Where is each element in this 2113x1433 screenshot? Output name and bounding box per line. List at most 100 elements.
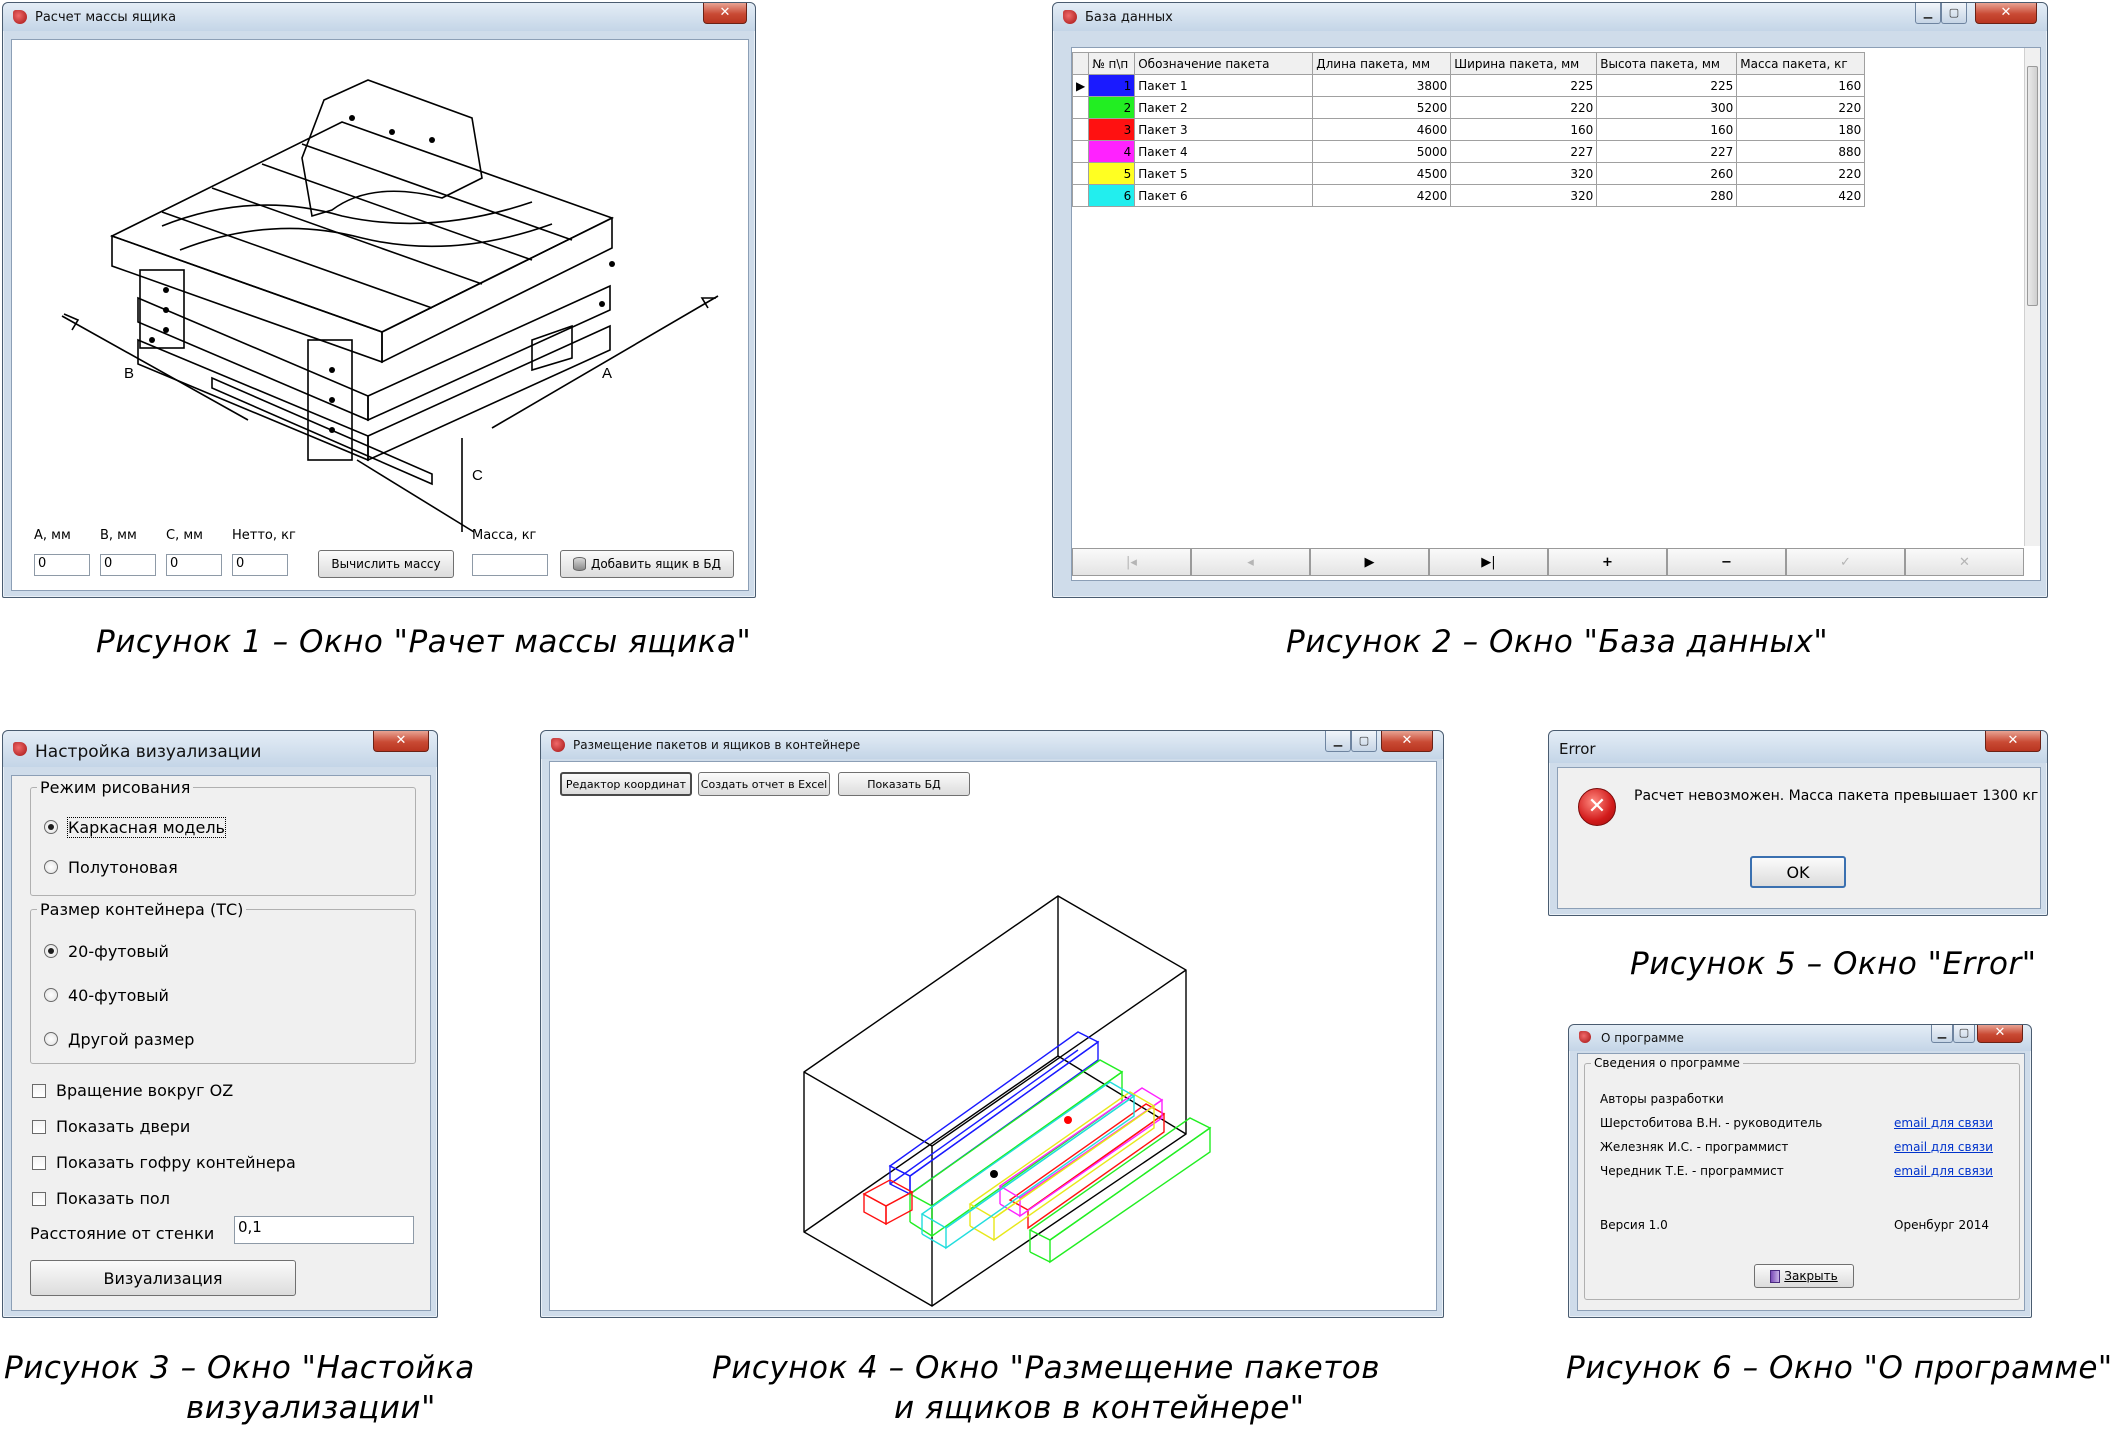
checkbox-doors-label[interactable]: Показать двери: [56, 1117, 191, 1136]
checkbox-corrugation[interactable]: [32, 1156, 46, 1170]
cell-n[interactable]: 6: [1088, 184, 1136, 207]
nav-last-button[interactable]: ▶|: [1429, 548, 1548, 576]
checkbox-doors[interactable]: [32, 1120, 46, 1134]
ok-button[interactable]: OK: [1750, 856, 1846, 888]
cell-mass[interactable]: 220: [1736, 96, 1866, 119]
cell-width[interactable]: 320: [1450, 184, 1598, 207]
cell-mass[interactable]: 220: [1736, 162, 1866, 185]
cell-height[interactable]: 260: [1596, 162, 1738, 185]
close-button[interactable]: ✕: [1977, 1025, 2023, 1043]
input-netto[interactable]: 0: [232, 554, 288, 576]
nav-next-button[interactable]: ▶: [1310, 548, 1429, 576]
checkbox-floor[interactable]: [32, 1192, 46, 1206]
radio-other-size-label[interactable]: Другой размер: [68, 1030, 195, 1049]
input-b[interactable]: 0: [100, 554, 156, 576]
nav-post-button[interactable]: ✓: [1786, 548, 1905, 576]
checkbox-rotate[interactable]: [32, 1084, 46, 1098]
cell-height[interactable]: 300: [1596, 96, 1738, 119]
close-button[interactable]: ✕: [373, 731, 429, 752]
table-row[interactable]: 5 Пакет 5 4500 320 260 220: [1071, 162, 1866, 185]
close-button[interactable]: ✕: [1381, 731, 1433, 752]
cell-mass[interactable]: 880: [1736, 140, 1866, 163]
email-link-3[interactable]: email для связи: [1894, 1164, 1993, 1178]
scrollbar-thumb[interactable]: [2027, 66, 2038, 306]
table-row[interactable]: 3 Пакет 3 4600 160 160 180: [1071, 118, 1866, 141]
calc-mass-button[interactable]: Вычислить массу: [318, 550, 454, 578]
maximize-button[interactable]: ▢: [1941, 3, 1967, 24]
cell-length[interactable]: 5000: [1312, 140, 1452, 163]
cell-mass[interactable]: 180: [1736, 118, 1866, 141]
col-header[interactable]: Высота пакета, мм: [1596, 52, 1738, 75]
radio-wireframe-label[interactable]: Каркасная модель: [67, 817, 226, 838]
radio-halftone-label[interactable]: Полутоновая: [68, 858, 178, 877]
radio-halftone[interactable]: [44, 860, 58, 874]
radio-20ft-label[interactable]: 20-футовый: [68, 942, 169, 961]
checkbox-corrugation-label[interactable]: Показать гофру контейнера: [56, 1153, 296, 1172]
cell-height[interactable]: 227: [1596, 140, 1738, 163]
nav-delete-button[interactable]: −: [1667, 548, 1786, 576]
minimize-button[interactable]: ▁: [1915, 3, 1941, 24]
visualize-button[interactable]: Визуализация: [30, 1260, 296, 1296]
cell-n[interactable]: 4: [1088, 140, 1136, 163]
col-header[interactable]: Ширина пакета, мм: [1450, 52, 1598, 75]
vertical-scrollbar[interactable]: [2024, 48, 2040, 546]
col-header[interactable]: Масса пакета, кг: [1736, 52, 1866, 75]
cell-height[interactable]: 280: [1596, 184, 1738, 207]
cell-name[interactable]: Пакет 3: [1134, 118, 1314, 141]
cell-n[interactable]: 5: [1088, 162, 1136, 185]
cell-n[interactable]: 1: [1088, 74, 1136, 97]
input-a[interactable]: 0: [34, 554, 90, 576]
maximize-button[interactable]: ▢: [1953, 1025, 1975, 1043]
email-link-1[interactable]: email для связи: [1894, 1116, 1993, 1130]
minimize-button[interactable]: ▁: [1931, 1025, 1953, 1043]
radio-wireframe[interactable]: [44, 820, 58, 834]
radio-40ft-label[interactable]: 40-футовый: [68, 986, 169, 1005]
cell-name[interactable]: Пакет 1: [1134, 74, 1314, 97]
email-link-2[interactable]: email для связи: [1894, 1140, 1993, 1154]
radio-other-size[interactable]: [44, 1032, 58, 1046]
cell-length[interactable]: 5200: [1312, 96, 1452, 119]
cell-name[interactable]: Пакет 6: [1134, 184, 1314, 207]
table-row[interactable]: 6 Пакет 6 4200 320 280 420: [1071, 184, 1866, 207]
cell-width[interactable]: 160: [1450, 118, 1598, 141]
excel-report-button[interactable]: Создать отчет в Excel: [698, 772, 830, 796]
cell-length[interactable]: 3800: [1312, 74, 1452, 97]
cell-height[interactable]: 160: [1596, 118, 1738, 141]
radio-40ft[interactable]: [44, 988, 58, 1002]
coordinate-editor-button[interactable]: Редактор координат: [560, 772, 692, 796]
nav-prior-button[interactable]: ◂: [1191, 548, 1310, 576]
minimize-button[interactable]: ▁: [1325, 731, 1351, 752]
nav-insert-button[interactable]: +: [1548, 548, 1667, 576]
col-header[interactable]: № п\п: [1088, 52, 1136, 75]
radio-20ft[interactable]: [44, 944, 58, 958]
cell-name[interactable]: Пакет 4: [1134, 140, 1314, 163]
checkbox-rotate-label[interactable]: Вращение вокруг OZ: [56, 1081, 234, 1100]
close-button[interactable]: ✕: [703, 3, 747, 24]
table-row[interactable]: ▶ 1 Пакет 1 3800 225 225 160: [1071, 74, 1866, 97]
cell-width[interactable]: 227: [1450, 140, 1598, 163]
nav-first-button[interactable]: |◂: [1072, 548, 1191, 576]
cell-mass[interactable]: 160: [1736, 74, 1866, 97]
cell-width[interactable]: 225: [1450, 74, 1598, 97]
close-button[interactable]: ✕: [1975, 3, 2037, 24]
add-box-button[interactable]: Добавить ящик в БД: [560, 550, 734, 578]
cell-width[interactable]: 220: [1450, 96, 1598, 119]
cell-width[interactable]: 320: [1450, 162, 1598, 185]
checkbox-floor-label[interactable]: Показать пол: [56, 1189, 170, 1208]
cell-length[interactable]: 4500: [1312, 162, 1452, 185]
about-close-button[interactable]: Закрыть: [1754, 1264, 1854, 1288]
distance-input[interactable]: 0,1: [234, 1216, 414, 1244]
cell-length[interactable]: 4600: [1312, 118, 1452, 141]
cell-mass[interactable]: 420: [1736, 184, 1866, 207]
cell-n[interactable]: 2: [1088, 96, 1136, 119]
cell-name[interactable]: Пакет 2: [1134, 96, 1314, 119]
cell-name[interactable]: Пакет 5: [1134, 162, 1314, 185]
cell-length[interactable]: 4200: [1312, 184, 1452, 207]
input-c[interactable]: 0: [166, 554, 222, 576]
cell-n[interactable]: 3: [1088, 118, 1136, 141]
show-db-button[interactable]: Показать БД: [838, 772, 970, 796]
col-header[interactable]: Обозначение пакета: [1134, 52, 1314, 75]
table-row[interactable]: 2 Пакет 2 5200 220 300 220: [1071, 96, 1866, 119]
nav-cancel-button[interactable]: ✕: [1905, 548, 2024, 576]
maximize-button[interactable]: ▢: [1351, 731, 1377, 752]
